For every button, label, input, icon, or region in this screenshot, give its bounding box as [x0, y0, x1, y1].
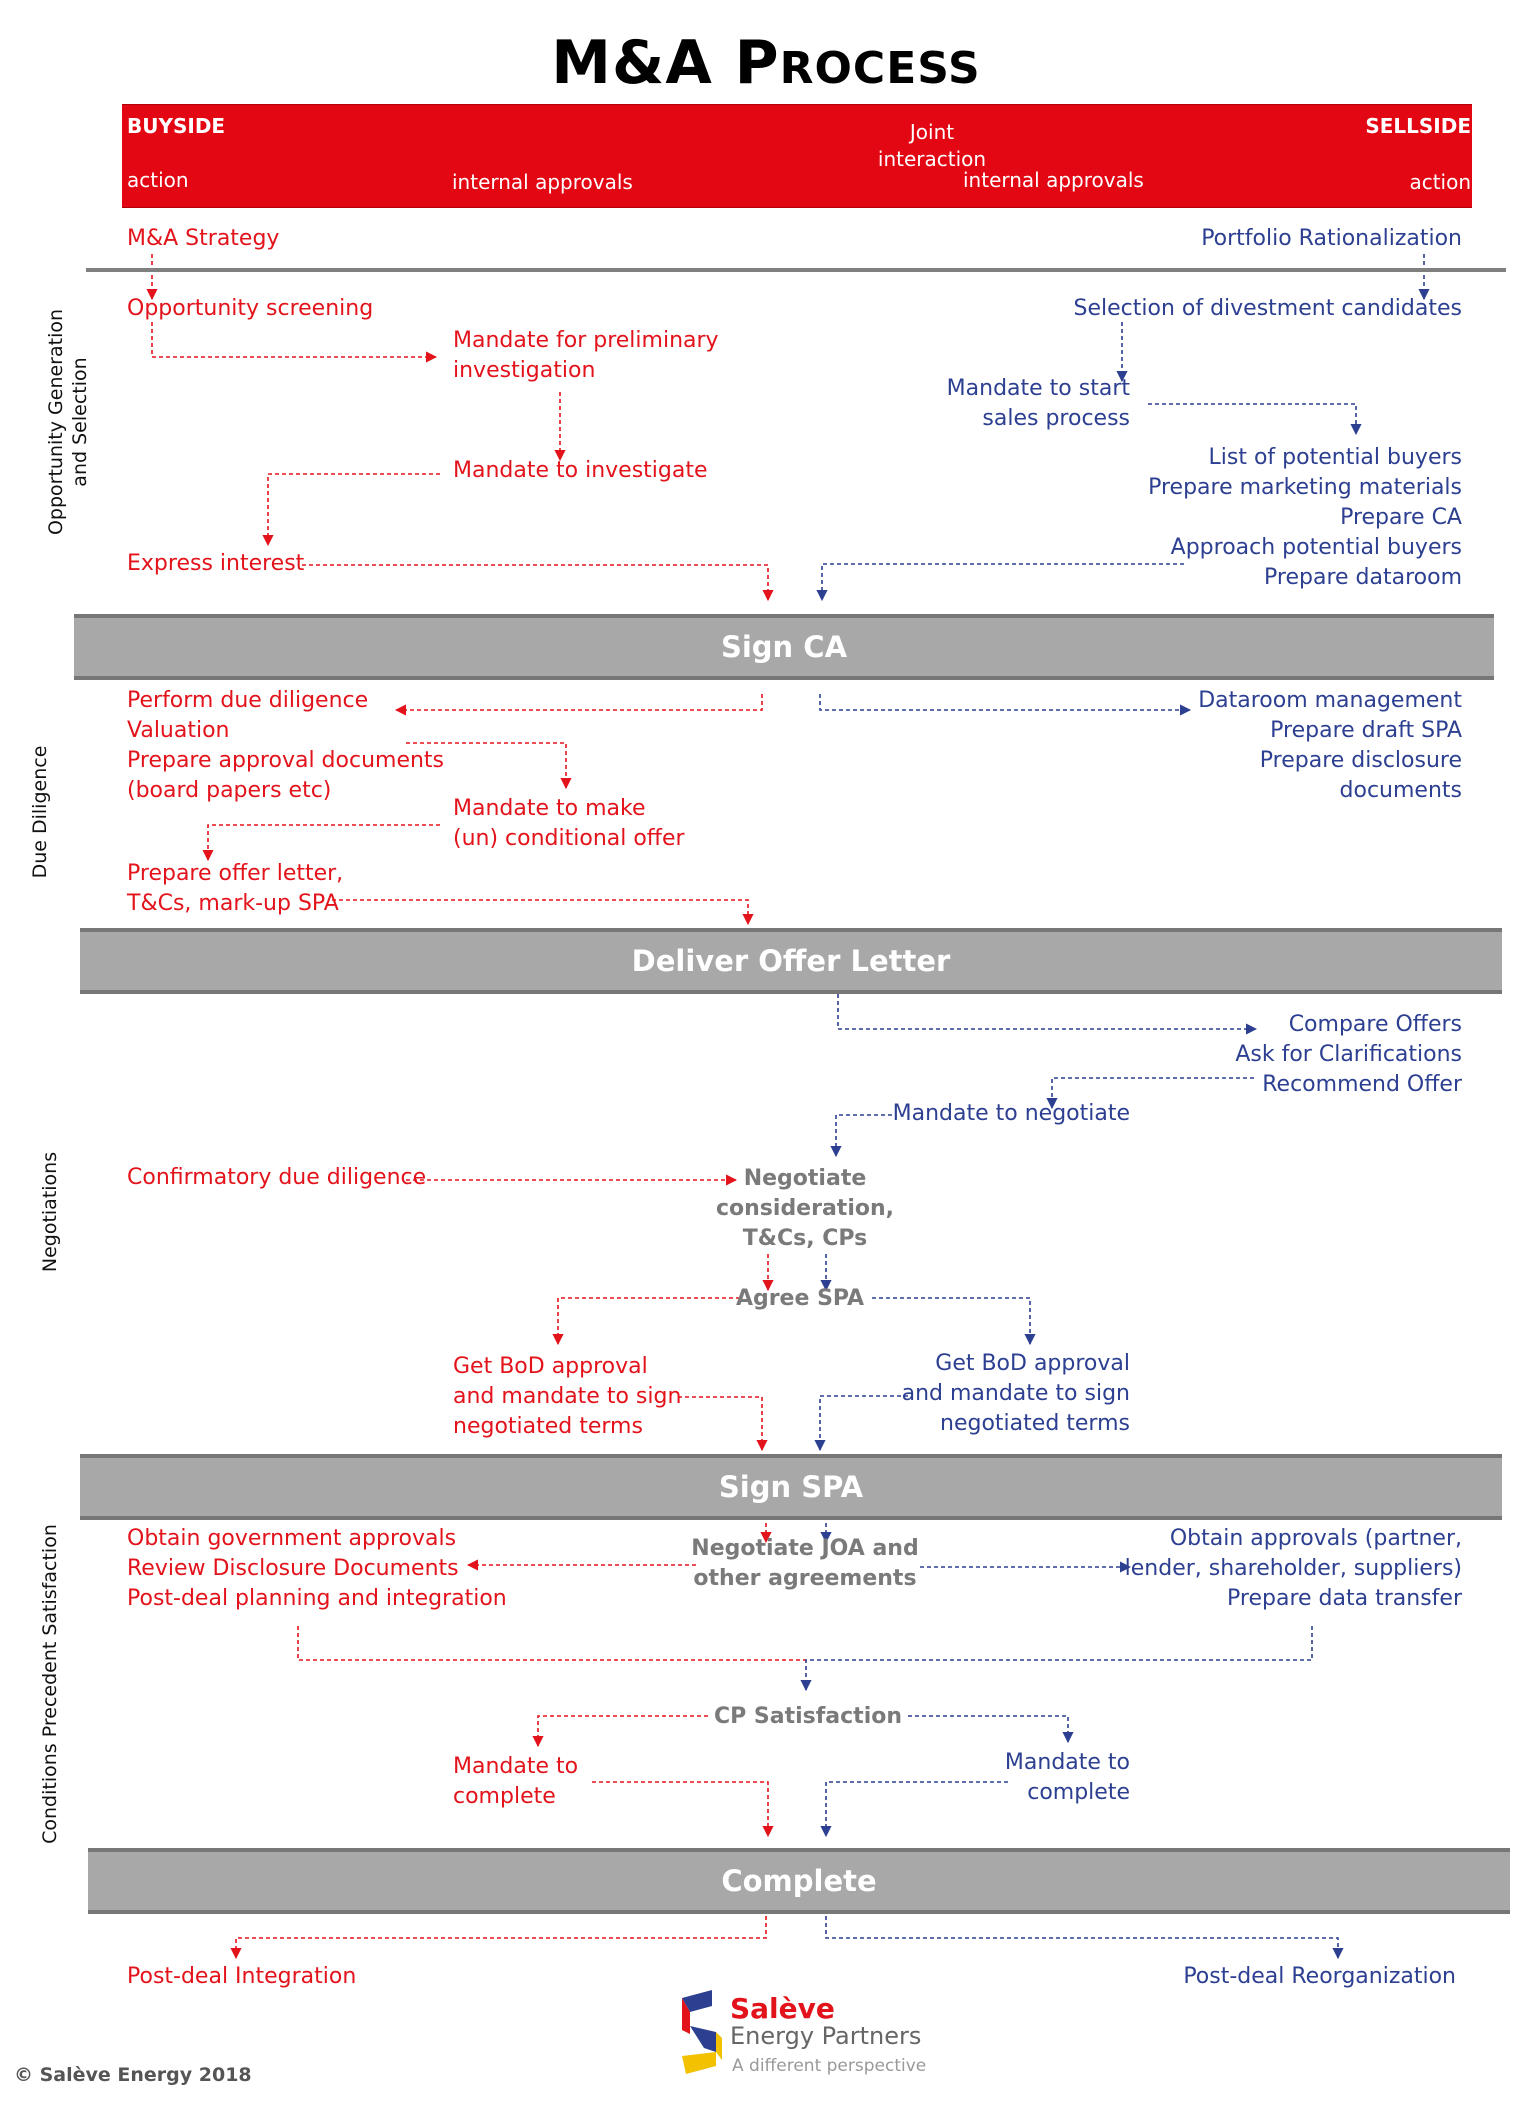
arrow-cp-sell-down	[800, 1626, 1313, 1692]
arrow-cpsat-mandate-red	[532, 1715, 708, 1748]
arrow-complete-postreorg	[825, 1916, 1344, 1960]
buy-ma-strategy: M&A Strategy	[127, 226, 280, 251]
sell-mandate-negotiate: Mandate to negotiate	[892, 1101, 1130, 1126]
arrow-dd-mandate	[406, 742, 572, 790]
arrow-cpsat-mandate-blue	[908, 1715, 1074, 1744]
buy-action-label: action	[127, 168, 189, 192]
joint-negotiate: Negotiate consideration, T&Cs, CPs	[715, 1166, 894, 1251]
sell-mandate-sales: Mandate to start sales process	[946, 376, 1130, 431]
arrow-mandate-negotiate	[830, 1114, 892, 1158]
arrow-prepare-offer	[332, 899, 754, 926]
page-title: M&A PROCESS	[0, 28, 1532, 98]
phase-due-diligence: Due Diligence	[29, 745, 51, 879]
sell-compare-list: Compare Offers Ask for Clarifications Re…	[1235, 1012, 1462, 1097]
sell-portfolio: Portfolio Rationalization	[1201, 226, 1462, 251]
milestone-sign-ca: Sign CA	[74, 614, 1494, 680]
title-part-2: ROCESS	[779, 43, 981, 94]
saleve-logo-icon	[682, 1990, 722, 2074]
logo-tagline: A different perspective	[732, 2056, 927, 2076]
buy-express-interest: Express interest	[127, 551, 305, 576]
sell-mandate-complete: Mandate to complete	[1004, 1750, 1130, 1805]
sell-selection: Selection of divestment candidates	[1073, 296, 1463, 321]
milestone-deliver-offer: Deliver Offer Letter	[80, 928, 1502, 994]
buy-mandate-preliminary: Mandate for preliminary investigation	[453, 328, 719, 383]
joint-cp-satisfaction: CP Satisfaction	[713, 1704, 903, 1729]
header-banner: BUYSIDE SELLSIDE action internal approva…	[122, 104, 1472, 208]
buyside-label: BUYSIDE	[127, 114, 226, 138]
sellside-label: SELLSIDE	[1365, 114, 1471, 138]
buy-mandate-offer: Mandate to make (un) conditional offer	[453, 796, 685, 851]
buy-prepare-offer: Prepare offer letter, T&Cs, mark-up SPA	[127, 861, 344, 916]
buy-mandate-investigate: Mandate to investigate	[453, 458, 708, 483]
title-part-1: M&A P	[551, 28, 780, 98]
buy-due-diligence-list: Perform due diligence Valuation Prepare …	[127, 688, 445, 803]
arrow-bod-signspa-red	[678, 1396, 768, 1452]
arrow-signca-dd	[394, 694, 763, 716]
logo-subtitle: Energy Partners	[730, 2022, 922, 2050]
arrow-express-signca	[302, 564, 774, 602]
arrow-complete-postint	[230, 1916, 767, 1960]
arrow-signca-dataroom	[819, 694, 1192, 716]
arrow-investigate-express	[262, 473, 440, 547]
arrow-agree-bod-blue	[872, 1297, 1036, 1346]
arrow-bod-signspa-blue	[814, 1395, 908, 1452]
arrow-prep-signca	[816, 563, 1184, 602]
arrow-cp-buy-down	[297, 1626, 806, 1661]
phase-opportunity: Opportunity Generation and Selection	[45, 308, 91, 536]
sell-prep-list: List of potential buyers Prepare marketi…	[1148, 445, 1462, 590]
buy-opportunity-screening: Opportunity screening	[127, 296, 374, 321]
buy-post-integration: Post-deal Integration	[127, 1964, 357, 1989]
buy-internal-label: internal approvals	[452, 170, 633, 194]
sell-bod-approval: Get BoD approval and mandate to sign neg…	[901, 1351, 1130, 1436]
buy-cp-list: Obtain government approvals Review Discl…	[127, 1526, 507, 1611]
arrow-offer-compare	[837, 994, 1258, 1035]
joint-negotiate-joa: Negotiate JOA and other agreements	[691, 1536, 919, 1591]
sell-dataroom-list: Dataroom management Prepare draft SPA Pr…	[1198, 688, 1462, 803]
arrow-mandate-prep	[1148, 403, 1362, 436]
buy-confirmatory-dd: Confirmatory due diligence	[127, 1165, 427, 1190]
sell-internal-label: internal approvals	[963, 168, 1144, 192]
milestone-sign-spa: Sign SPA	[80, 1454, 1502, 1520]
buy-bod-approval: Get BoD approval and mandate to sign neg…	[453, 1354, 682, 1439]
buy-mandate-complete: Mandate to complete	[453, 1754, 579, 1809]
arrow-screening-prelim	[151, 322, 438, 363]
joint-label-2: interaction	[877, 147, 987, 171]
sell-post-reorg: Post-deal Reorganization	[1183, 1964, 1456, 1989]
joint-agree-spa: Agree SPA	[735, 1286, 865, 1311]
phase-conditions: Conditions Precedent Satisfaction	[39, 1524, 61, 1844]
phase-negotiations: Negotiations	[39, 1151, 61, 1273]
arrow-agree-bod-red	[552, 1297, 740, 1346]
logo-name: Salève	[730, 1992, 835, 2025]
milestone-complete: Complete	[88, 1848, 1510, 1914]
sell-cp-list: Obtain approvals (partner, lender, share…	[1124, 1526, 1462, 1611]
copyright: © Salève Energy 2018	[14, 2064, 252, 2086]
joint-label-1: Joint	[909, 120, 955, 144]
arrow-mandate-prepare	[202, 824, 440, 862]
arrow-mandate-complete-blue	[820, 1781, 1008, 1838]
arrow-mandate-complete-red	[592, 1781, 774, 1838]
section-divider	[86, 268, 1506, 272]
sell-action-label: action	[1409, 170, 1471, 194]
